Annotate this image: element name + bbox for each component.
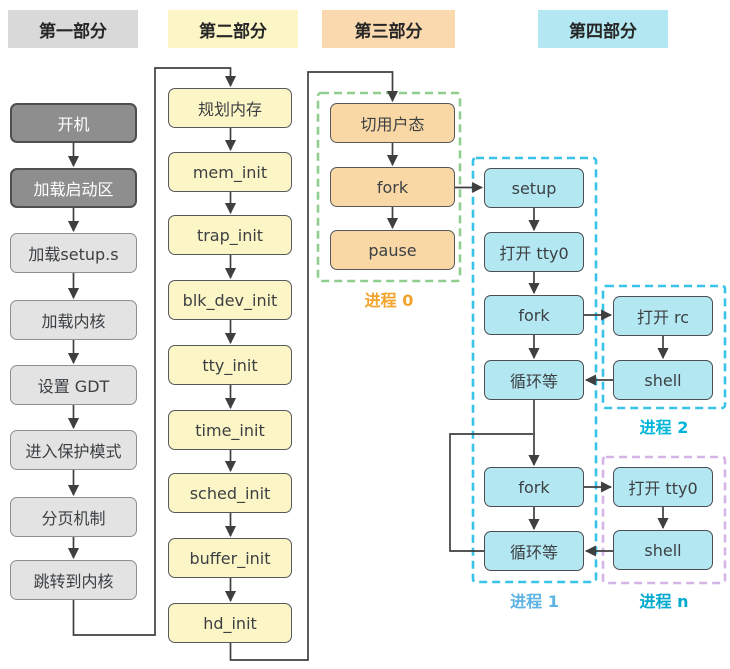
- process-1-group-border: [471, 156, 598, 584]
- flow-node-hd-init: hd_init: [168, 603, 292, 643]
- flow-node-shell-p2: shell: [613, 360, 713, 400]
- section-header-part2: 第二部分: [168, 10, 298, 48]
- flow-node-open-tty0-pn: 打开 tty0: [613, 467, 713, 507]
- flow-node-load-kernel: 加载内核: [10, 300, 137, 340]
- flow-node-jump-to-kernel: 跳转到内核: [10, 560, 137, 600]
- flow-node-setup: setup: [484, 168, 584, 208]
- process-1-label: 进程 1: [510, 592, 559, 611]
- section-header-part3: 第三部分: [322, 10, 455, 48]
- flow-node-load-bootsect: 加载启动区: [10, 168, 137, 208]
- flow-node-open-tty0: 打开 tty0: [484, 232, 584, 272]
- process-0-label: 进程 0: [364, 291, 414, 310]
- flow-node-fork-p0: fork: [330, 167, 455, 207]
- flow-node-paging: 分页机制: [10, 497, 137, 537]
- flow-node-blk-dev-init: blk_dev_init: [168, 280, 292, 320]
- flow-node-boot: 开机: [10, 103, 137, 143]
- flow-node-pause: pause: [330, 230, 455, 270]
- section-header-part4: 第四部分: [538, 10, 668, 48]
- flow-node-tty-init: tty_init: [168, 345, 292, 385]
- section-header-part1: 第一部分: [8, 10, 138, 48]
- process-2-label: 进程 2: [639, 418, 689, 437]
- process-n-group-border: [601, 455, 727, 585]
- flow-node-open-rc: 打开 rc: [613, 296, 713, 336]
- flow-node-time-init: time_init: [168, 410, 292, 450]
- flow-node-shell-pn: shell: [613, 530, 713, 570]
- flow-node-load-setup-s: 加载setup.s: [10, 233, 137, 273]
- process-n-label: 进程 n: [639, 592, 689, 611]
- flow-node-loop-wait-b: 循环等: [484, 531, 584, 571]
- flow-node-fork-p1b: fork: [484, 467, 584, 507]
- flow-node-loop-wait-a: 循环等: [484, 360, 584, 400]
- process-2-group-border: [601, 284, 727, 410]
- flow-node-plan-memory: 规划内存: [168, 88, 292, 128]
- flow-node-sched-init: sched_init: [168, 473, 292, 513]
- flow-node-mem-init: mem_init: [168, 152, 292, 192]
- flow-node-trap-init: trap_init: [168, 215, 292, 255]
- flow-node-switch-user-mode: 切用户态: [330, 103, 455, 143]
- flow-node-fork-p1a: fork: [484, 295, 584, 335]
- flow-node-buffer-init: buffer_init: [168, 538, 292, 578]
- flow-node-set-gdt: 设置 GDT: [10, 365, 137, 405]
- flow-node-protected-mode: 进入保护模式: [10, 430, 137, 470]
